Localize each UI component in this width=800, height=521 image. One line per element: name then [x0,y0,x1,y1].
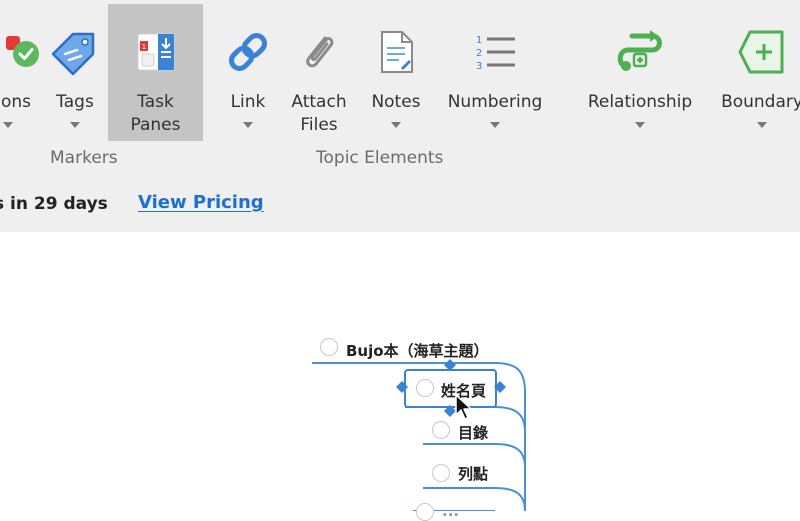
view-pricing-link[interactable]: View Pricing [138,192,264,213]
child-topic-3[interactable]: 列點 [458,465,489,483]
tags-chevron-down-icon [70,122,80,128]
right-handle-icon[interactable] [494,381,506,393]
relationship-tool-label: Relationship [587,92,693,112]
child-topic-4[interactable]: ... [442,502,460,520]
top-handle-icon[interactable] [444,359,456,371]
numbering-digit-1: 1 [476,35,482,46]
link-chevron-down-icon [243,122,253,128]
markers-group-label: Markers [50,148,118,168]
notes-chevron-down-icon [391,122,401,128]
link-tool-label: Link [230,92,266,112]
paperclip-icon [306,36,334,68]
mindmap-branches [312,359,526,511]
child-topic-2-circle-icon [432,421,450,439]
boundary-tool-button[interactable]: Boundary [714,4,800,141]
tags-tool-label: Tags [56,92,94,112]
icons-tool-button[interactable]: ons [0,4,52,141]
icons-tool-label: ons [0,92,32,112]
boundary-tool-label: Boundary [721,92,800,112]
trial-remaining-text: s in 29 days [0,194,108,214]
relationship-chevron-down-icon [635,122,645,128]
task-panes-tool-button[interactable]: 1 Task Panes [108,4,203,141]
boundary-icon [738,30,784,74]
icons-marker-icon [6,36,39,67]
tag-icon [51,32,95,76]
note-document-icon [381,31,413,73]
child-topic-3-circle-icon [432,464,450,482]
child-topic-1-circle-icon [416,379,434,397]
notes-tool-label: Notes [371,92,421,112]
numbering-tool-button[interactable]: 1 2 3 Numbering [440,4,550,141]
child-topic-2[interactable]: 目錄 [458,424,489,442]
relationship-icon [617,30,662,71]
root-topic-circle-icon [320,338,338,356]
child-topic-4-circle-icon [416,503,434,521]
bottom-handle-icon[interactable] [444,405,456,417]
svg-text:1: 1 [141,43,145,51]
notes-tool-button[interactable]: Notes [364,4,428,141]
relationship-tool-button[interactable]: Relationship [578,4,702,141]
task-panes-icon: 1 [137,33,174,71]
mouse-pointer-icon [455,394,472,420]
attach-files-tool-button[interactable]: Attach Files [283,4,355,141]
numbered-list-icon: 1 2 3 [476,35,515,72]
attach-files-tool-label: Attach Files [291,92,347,135]
numbering-tool-label: Numbering [447,92,543,112]
topic-elements-group-label: Topic Elements [316,148,444,168]
task-panes-tool-label: Task Panes [130,92,181,135]
icons-chevron-down-icon [3,122,13,128]
boundary-chevron-down-icon [757,122,767,128]
tags-tool-button[interactable]: Tags [44,4,106,141]
mindmap-canvas[interactable]: Bujo本（海草主題） 姓名頁 目錄 列點 ... [0,232,800,521]
link-tool-button[interactable]: Link [218,4,278,141]
link-icon [229,33,267,71]
ribbon-toolbar: ons Tags 1 Task Panes [0,0,800,232]
numbering-digit-2: 2 [476,48,482,59]
left-handle-icon[interactable] [396,381,408,393]
root-topic[interactable]: Bujo本（海草主題） [346,342,489,360]
child-topic-1[interactable]: 姓名頁 [441,382,487,400]
numbering-digit-3: 3 [476,61,482,72]
numbering-chevron-down-icon [490,122,500,128]
